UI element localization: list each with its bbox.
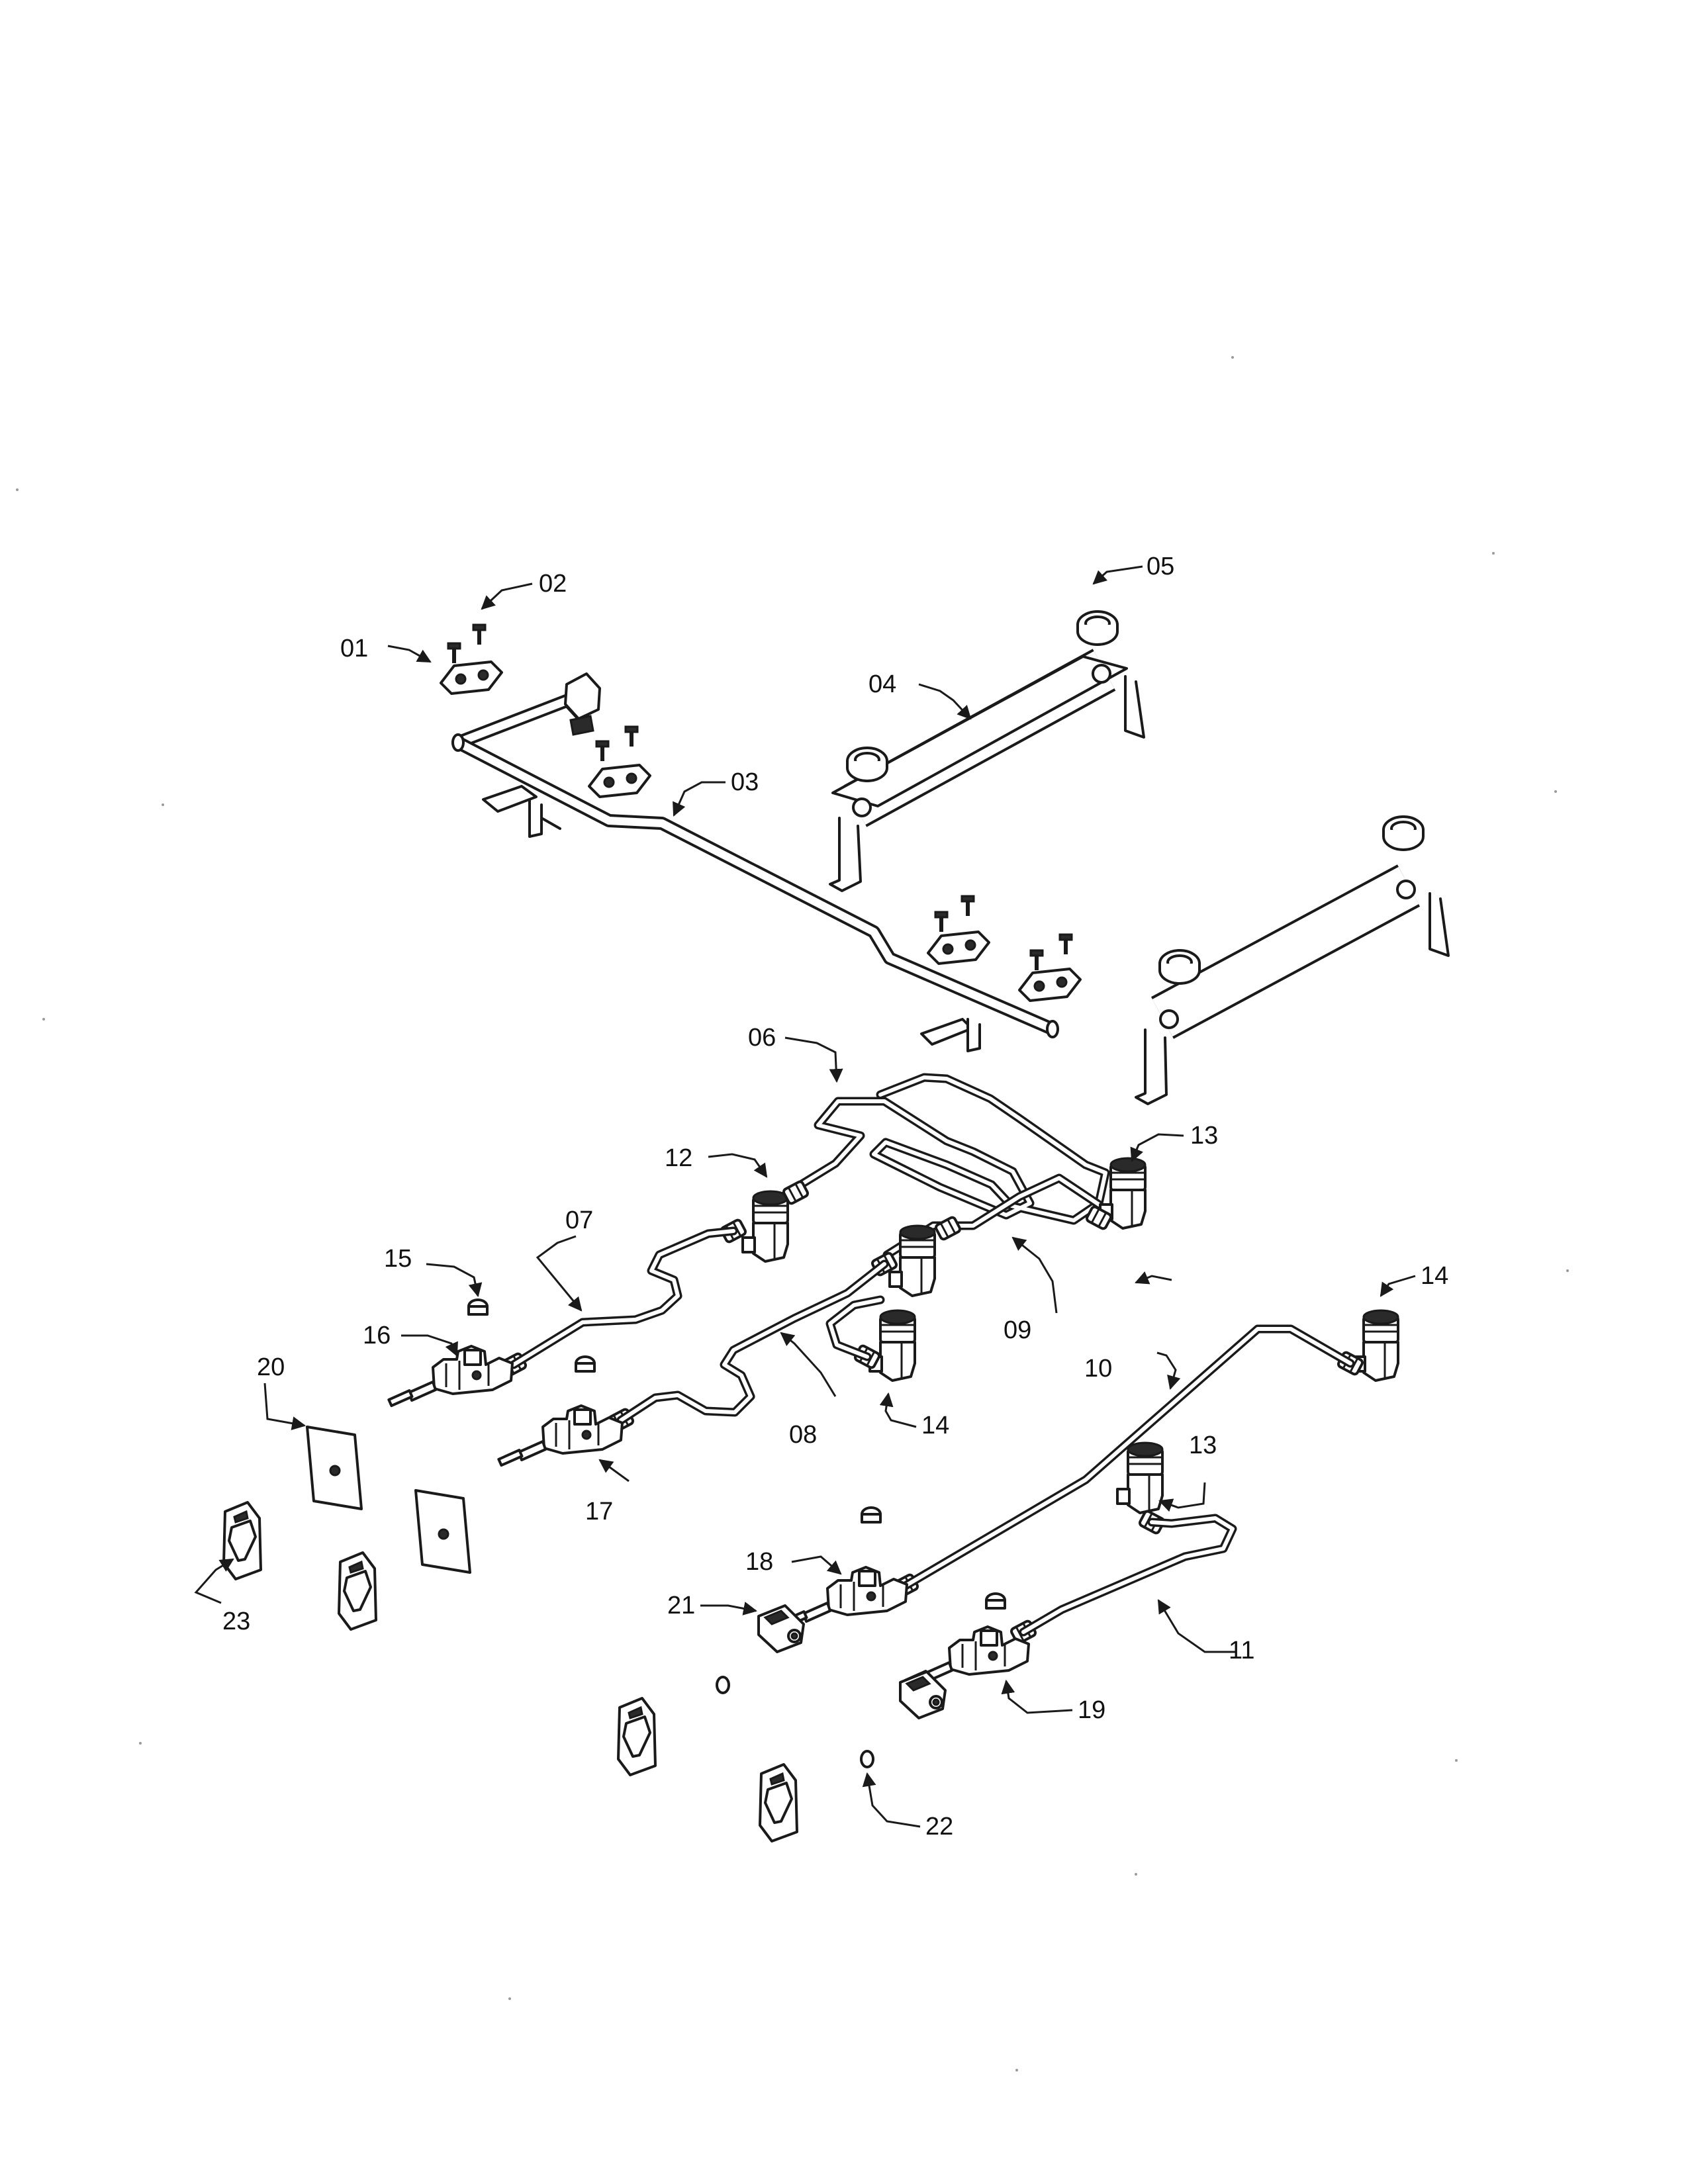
burner-tube-08 (616, 1259, 889, 1425)
screw-4 (626, 727, 637, 747)
screw-6 (962, 896, 974, 916)
orifice-15a (467, 1298, 489, 1316)
part-labels: 01 02 03 04 05 06 07 08 09 10 11 12 13 1… (222, 553, 1448, 1841)
control-plate-20b (414, 1489, 471, 1574)
burner-tube-07 (509, 1226, 738, 1369)
label-20: 20 (257, 1353, 285, 1381)
label-22: 22 (925, 1813, 953, 1841)
label-02: 02 (539, 570, 567, 598)
label-04: 04 (868, 670, 896, 698)
control-knob-23d (759, 1763, 798, 1843)
burner-valve-16 (387, 1345, 514, 1408)
burner-valve-17 (497, 1404, 624, 1467)
manifold-bracket-1 (440, 660, 503, 695)
label-09: 09 (1004, 1316, 1031, 1344)
igniter-switch-21b (899, 1670, 947, 1719)
screw-1 (448, 643, 460, 663)
label-11: 11 (1229, 1637, 1254, 1664)
label-15: 15 (384, 1245, 412, 1273)
screw-5 (935, 912, 947, 932)
orifice-15b (575, 1355, 596, 1373)
control-knob-23c (617, 1697, 657, 1776)
orifice-15d (985, 1592, 1006, 1610)
orifice-15c (861, 1506, 882, 1524)
label-05: 05 (1147, 553, 1174, 580)
burner-tube-06 (790, 1073, 1110, 1225)
pressure-regulator-12b (888, 1224, 936, 1297)
label-10: 10 (1084, 1355, 1112, 1383)
manifold-bracket-3 (927, 931, 990, 965)
screw-8 (1060, 934, 1072, 954)
screw-2 (473, 625, 485, 645)
control-knob-23a (222, 1501, 262, 1580)
grommet-1 (1076, 610, 1119, 646)
label-21: 21 (667, 1592, 695, 1619)
burner-tube-10 (901, 1324, 1355, 1590)
scan-noise (16, 356, 1569, 2071)
burner-support-bar-2 (1135, 864, 1450, 1105)
spark-electrode-13b (1116, 1441, 1164, 1514)
grommet-2 (846, 747, 888, 782)
label-13b: 13 (1189, 1432, 1217, 1459)
grommet-3 (1382, 815, 1425, 851)
leader-lines (194, 565, 1416, 1828)
label-07: 07 (565, 1206, 593, 1234)
burner-valve-18 (782, 1566, 908, 1629)
label-06: 06 (748, 1024, 776, 1052)
label-01: 01 (340, 635, 368, 662)
clip-22b (860, 1750, 874, 1768)
label-19: 19 (1078, 1696, 1105, 1724)
igniter-switch-21a (757, 1604, 805, 1653)
label-17: 17 (585, 1498, 613, 1525)
fitting-nut-3 (935, 1216, 961, 1240)
label-13a: 13 (1190, 1122, 1218, 1150)
manifold-bracket-4 (1018, 968, 1082, 1002)
screw-3 (596, 741, 608, 761)
label-08: 08 (789, 1421, 817, 1449)
manifold-bracket-2 (588, 764, 651, 798)
burner-tube-11 (1019, 1514, 1237, 1637)
control-plate-20a (306, 1426, 363, 1510)
grommet-4 (1158, 949, 1201, 985)
label-14b: 14 (1421, 1262, 1448, 1290)
burner-support-bar-1 (829, 649, 1145, 892)
label-14a: 14 (921, 1412, 949, 1439)
spark-electrode-14a (868, 1309, 916, 1382)
clip-22a (716, 1676, 730, 1694)
label-03: 03 (731, 768, 759, 796)
manifold-pipe (451, 672, 1059, 1052)
label-12: 12 (665, 1144, 692, 1172)
burner-tube-08b (825, 1295, 885, 1361)
pressure-regulator-12 (741, 1190, 789, 1263)
label-18: 18 (745, 1548, 773, 1576)
control-knob-23b (338, 1551, 377, 1631)
label-16: 16 (363, 1322, 391, 1349)
label-23: 23 (222, 1608, 250, 1635)
screw-7 (1031, 950, 1043, 970)
